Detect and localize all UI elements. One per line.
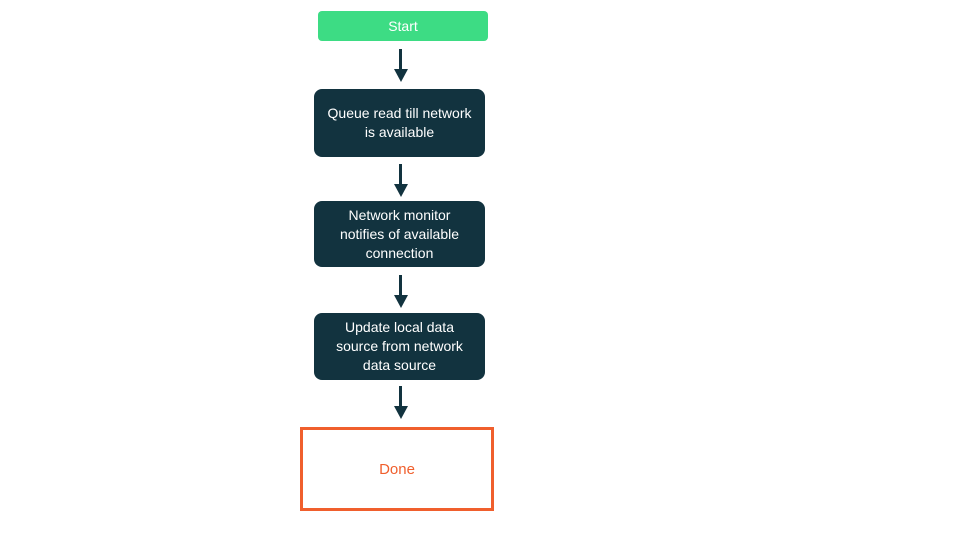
flow-node-queue-read: Queue read till network is available bbox=[314, 89, 485, 157]
arrow-head-down-icon bbox=[393, 406, 408, 419]
arrow-stem bbox=[399, 386, 402, 406]
flow-arrow-down-4 bbox=[393, 386, 408, 419]
flow-node-start-label: Start bbox=[388, 18, 418, 34]
arrow-stem bbox=[399, 164, 402, 184]
flow-arrow-down-3 bbox=[393, 275, 408, 308]
arrow-stem bbox=[399, 49, 402, 69]
flow-arrow-down-1 bbox=[393, 49, 408, 82]
flow-node-network-monitor: Network monitor notifies of available co… bbox=[314, 201, 485, 267]
flow-node-done-label: Done bbox=[379, 460, 415, 478]
flow-node-queue-read-label: Queue read till network is available bbox=[327, 105, 472, 140]
flow-node-done: Done bbox=[300, 427, 494, 511]
flow-arrow-down-2 bbox=[393, 164, 408, 197]
flow-node-update-source: Update local data source from network da… bbox=[314, 313, 485, 380]
flow-node-update-source-label: Update local data source from network da… bbox=[336, 319, 463, 373]
flow-node-network-monitor-label: Network monitor notifies of available co… bbox=[339, 206, 460, 261]
arrow-stem bbox=[399, 275, 402, 295]
arrow-head-down-icon bbox=[393, 69, 408, 82]
arrow-head-down-icon bbox=[393, 295, 408, 308]
flow-node-start: Start bbox=[318, 11, 488, 41]
arrow-head-down-icon bbox=[393, 184, 408, 197]
